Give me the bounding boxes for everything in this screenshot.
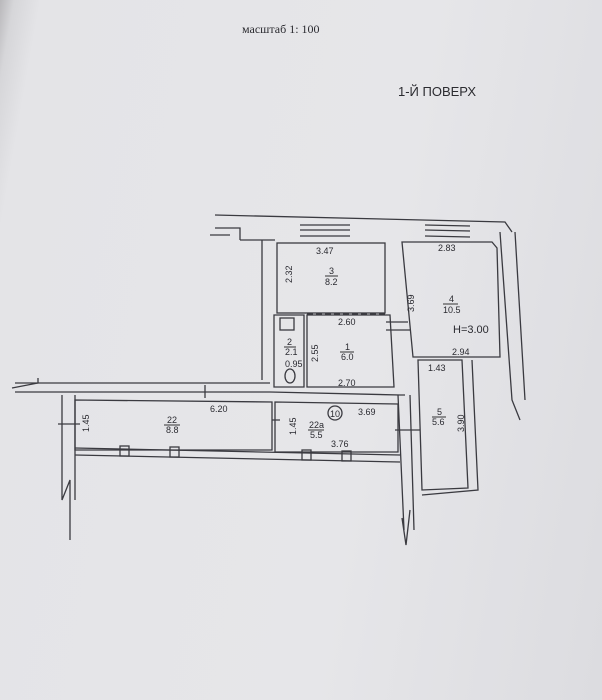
ceiling-height: H=3.00 [453, 324, 489, 336]
svg-text:2.55: 2.55 [310, 344, 320, 362]
svg-text:8.2: 8.2 [325, 277, 338, 287]
room-22: 6.20 1.45 22 8.8 [81, 404, 228, 435]
svg-text:22: 22 [167, 415, 177, 425]
svg-text:8.8: 8.8 [166, 425, 179, 435]
room-2: 2 2.1 0.95 [284, 337, 303, 369]
svg-text:1.45: 1.45 [81, 414, 91, 432]
svg-text:3.47: 3.47 [316, 246, 334, 256]
svg-text:2.70: 2.70 [338, 378, 356, 388]
svg-text:3.69: 3.69 [406, 294, 416, 312]
svg-text:2.83: 2.83 [438, 243, 456, 253]
svg-text:2.32: 2.32 [284, 265, 294, 283]
svg-text:1.45: 1.45 [288, 417, 298, 435]
svg-text:3.76: 3.76 [331, 439, 349, 449]
room-1: 2.60 2.55 1 6.0 2.70 [310, 317, 356, 388]
room-22a: 10 3.69 1.45 22а 5.5 3.76 [288, 405, 376, 449]
svg-text:2.60: 2.60 [338, 317, 356, 327]
marker-label: 10 [330, 409, 340, 419]
svg-text:3: 3 [329, 266, 334, 276]
walls [11, 214, 526, 546]
svg-text:5: 5 [437, 407, 442, 417]
svg-text:2: 2 [287, 337, 292, 347]
room-5: 1.43 5 5.6 3.90 [428, 363, 466, 432]
svg-text:3.69: 3.69 [358, 407, 376, 417]
svg-text:6.20: 6.20 [210, 404, 228, 414]
svg-text:1: 1 [345, 342, 350, 352]
svg-text:0.95: 0.95 [285, 359, 303, 369]
svg-text:4: 4 [449, 294, 454, 304]
svg-text:2.1: 2.1 [285, 347, 298, 357]
svg-text:5.5: 5.5 [310, 430, 323, 440]
floor-title: 1-Й ПОВЕРХ [398, 84, 477, 99]
svg-text:10.5: 10.5 [443, 305, 461, 315]
room-4: 2.83 3.69 4 10.5 H=3.00 2.94 [406, 243, 489, 357]
svg-text:5.6: 5.6 [432, 417, 445, 427]
room-3: 3.47 2.32 3 8.2 [284, 246, 338, 287]
svg-text:2.94: 2.94 [452, 347, 470, 357]
svg-text:6.0: 6.0 [341, 352, 354, 362]
svg-text:1.43: 1.43 [428, 363, 446, 373]
scale-label: масштаб 1: 100 [242, 22, 320, 36]
svg-text:3.90: 3.90 [456, 414, 466, 432]
svg-text:22а: 22а [309, 420, 324, 430]
